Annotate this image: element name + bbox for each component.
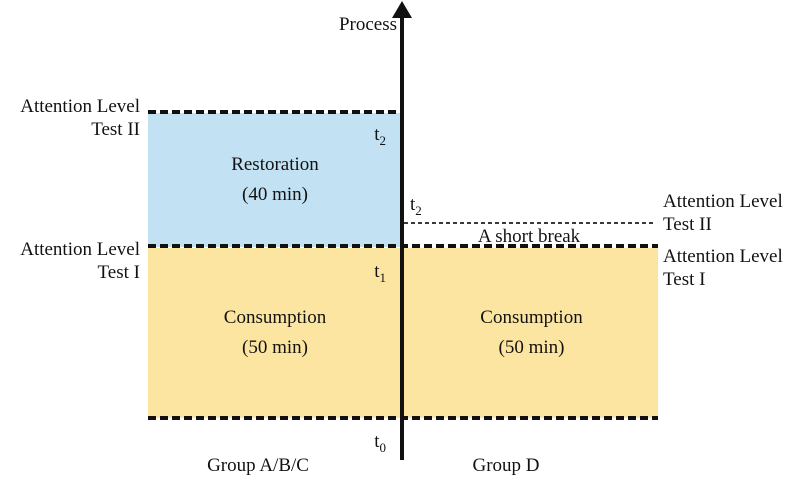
- right-test1-line1: Attention Level: [663, 246, 783, 267]
- right-test2-line1: Attention Level: [663, 191, 783, 212]
- consumption-right-duration: (50 min): [498, 337, 565, 358]
- restoration-title: Restoration: [231, 154, 319, 175]
- right-test2-label: Attention Level Test II: [663, 190, 783, 236]
- restoration-box: Restoration (40 min): [148, 113, 402, 247]
- time-marker-t2-left: t2: [374, 124, 386, 148]
- consumption-left-text: Consumption (50 min): [148, 248, 402, 418]
- restoration-duration: (40 min): [242, 184, 308, 205]
- dashed-line-test2-right: [404, 222, 655, 224]
- process-axis-line: [400, 12, 404, 460]
- up-arrow-icon: [392, 1, 412, 18]
- consumption-right-title: Consumption: [480, 307, 583, 328]
- time-marker-t0: t0: [374, 431, 386, 455]
- time-marker-t2-right: t2: [410, 194, 422, 218]
- restoration-box-text: Restoration (40 min): [148, 113, 402, 247]
- left-test2-line1: Attention Level: [20, 96, 140, 117]
- left-test1-line2: Test I: [97, 262, 140, 283]
- left-test2-label: Attention Level Test II: [20, 95, 140, 141]
- consumption-left-duration: (50 min): [242, 337, 308, 358]
- dashed-line-test2-left: [148, 110, 402, 114]
- right-test1-label: Attention Level Test I: [663, 245, 783, 291]
- left-test1-label: Attention Level Test I: [20, 238, 140, 284]
- right-test2-line2: Test II: [663, 214, 712, 235]
- short-break-label: A short break: [477, 226, 581, 247]
- time-marker-t1: t1: [374, 261, 386, 285]
- left-test1-line1: Attention Level: [20, 239, 140, 260]
- consumption-right-text: Consumption (50 min): [405, 248, 658, 418]
- group-d-label: Group D: [472, 455, 540, 476]
- right-test1-line2: Test I: [663, 269, 706, 290]
- consumption-left-title: Consumption: [223, 307, 327, 328]
- left-test2-line2: Test II: [91, 119, 140, 140]
- group-abc-label: Group A/B/C: [207, 455, 309, 476]
- process-axis-label: Process: [338, 14, 397, 35]
